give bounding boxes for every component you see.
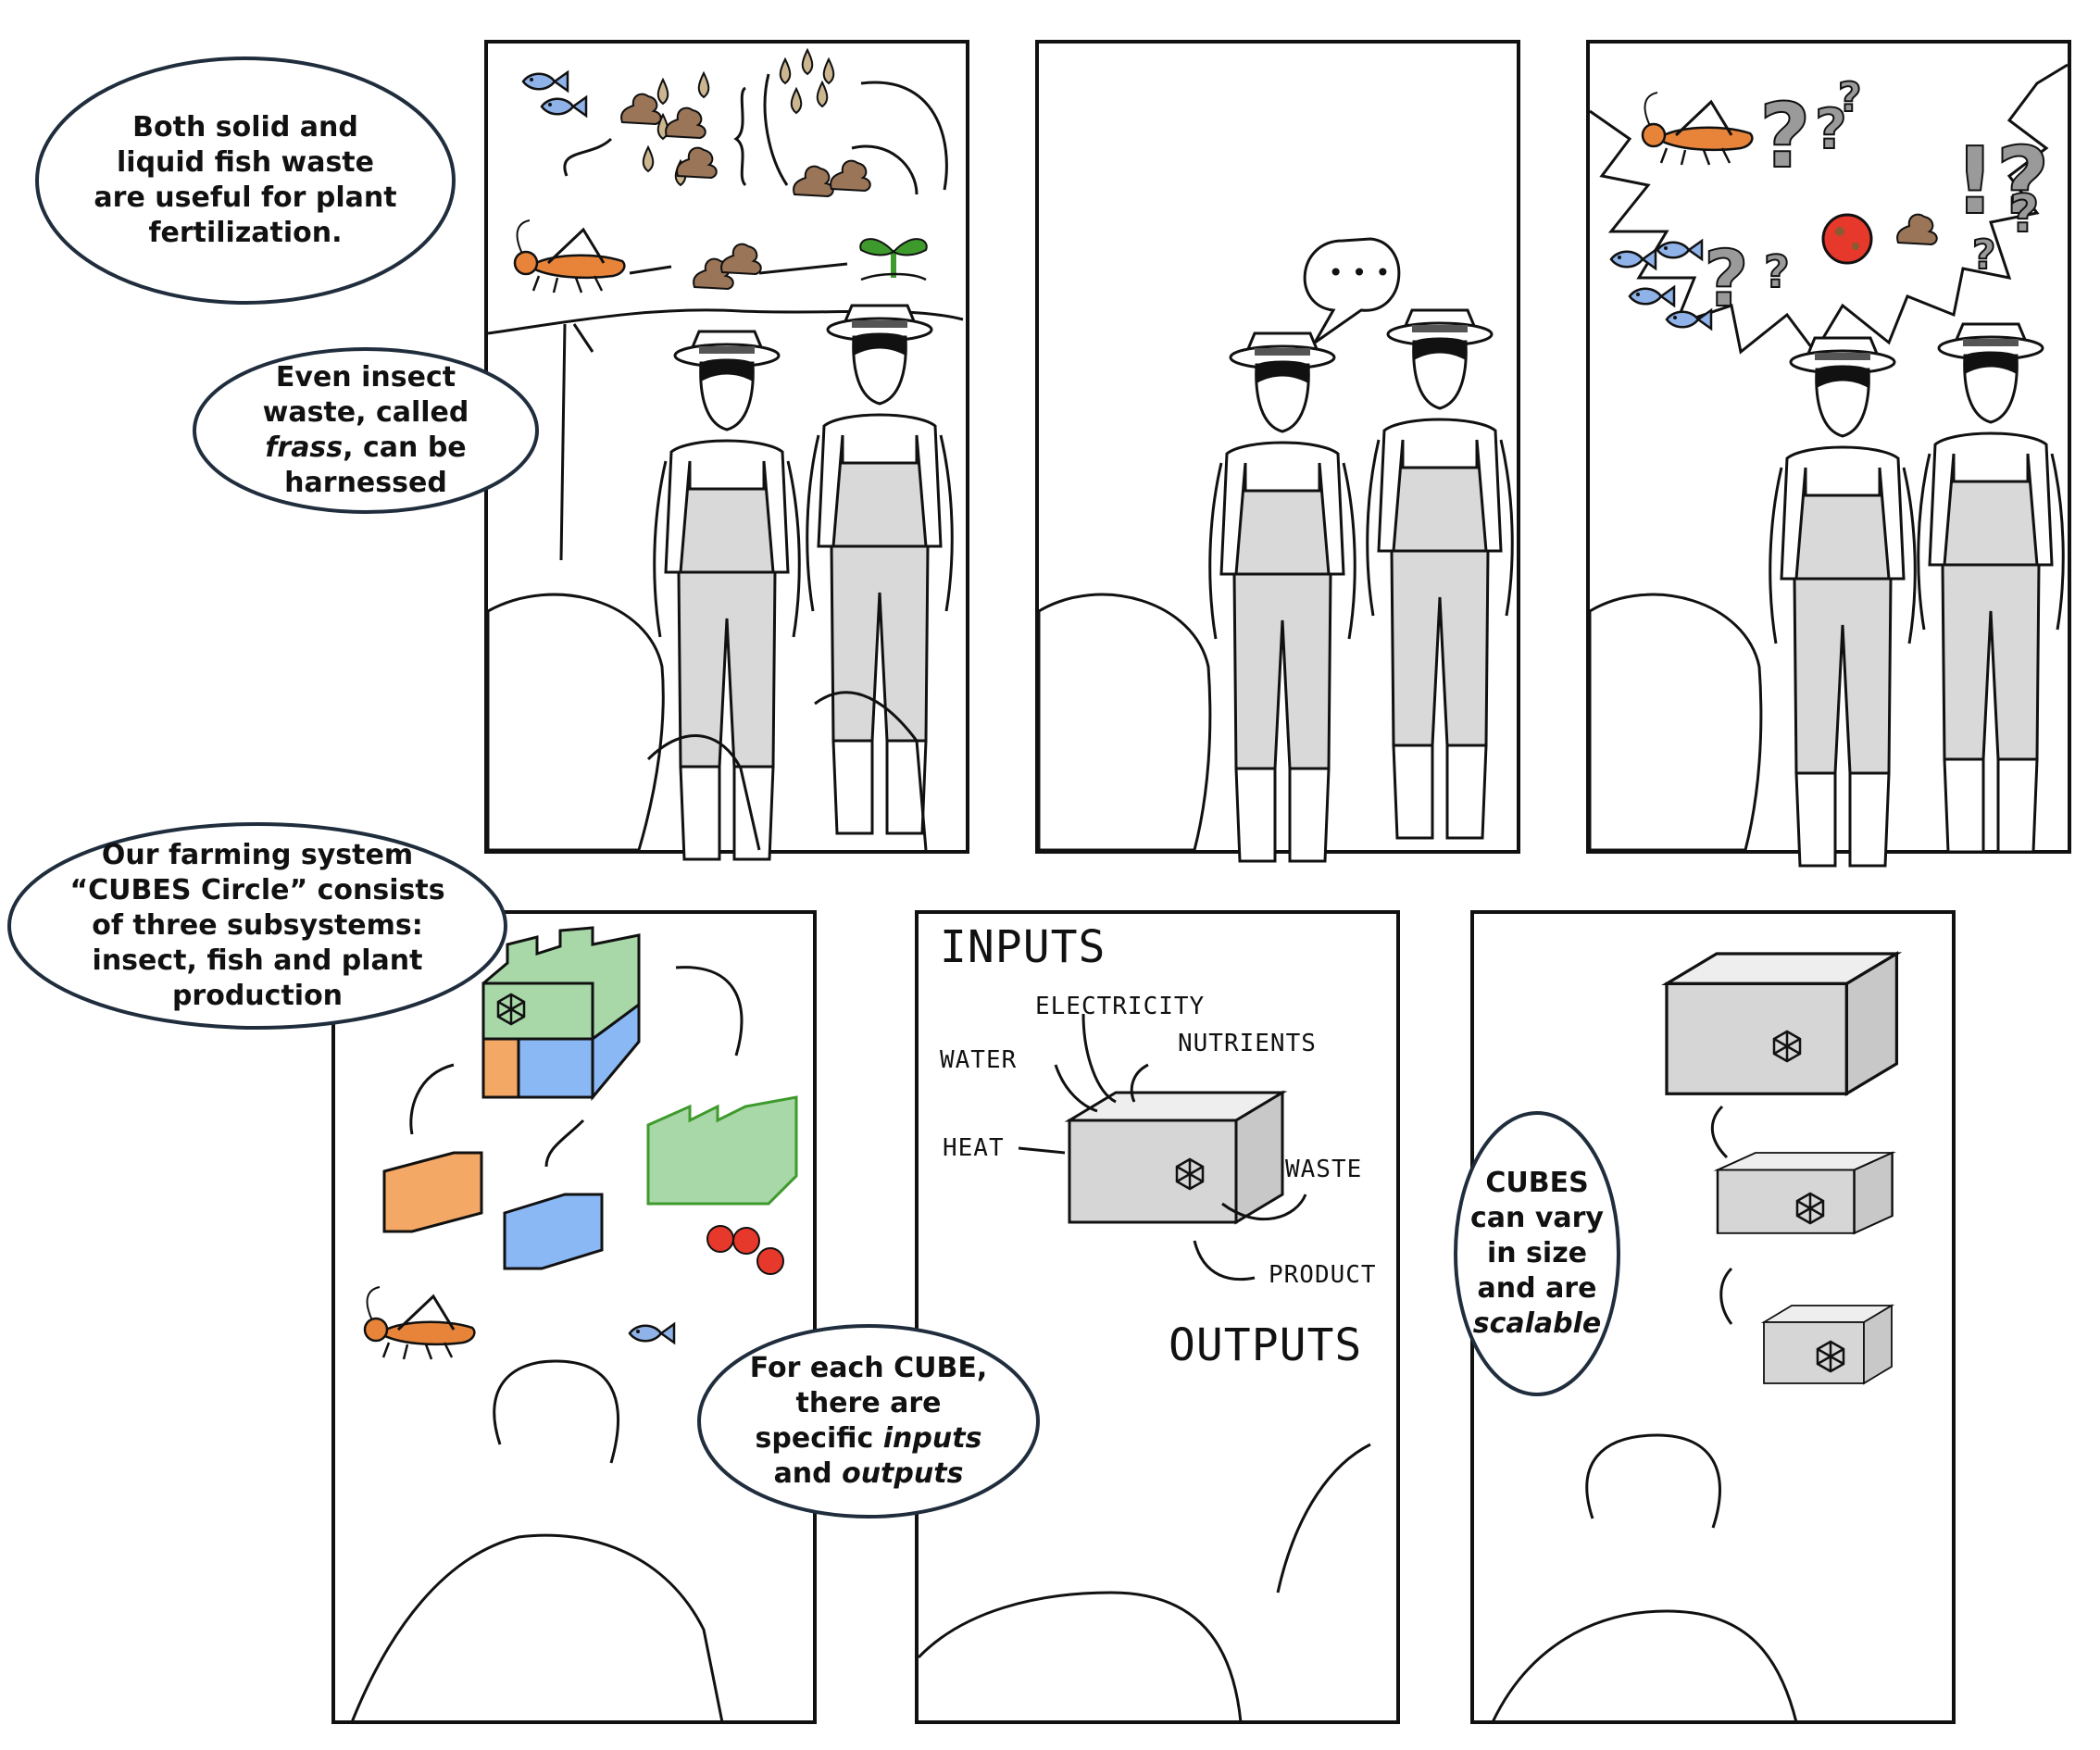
svg-text:?: ? [1838,74,1862,121]
input-label-water: WATER [940,1046,1018,1074]
output-label-product: PRODUCT [1269,1261,1377,1289]
question-mark-icon: ? ? ? ? ? !? ? ? [1703,73,2051,325]
caption-scalable: CUBES can vary in size and are scalable [1456,1113,1619,1394]
caption-line: are useful for plant [94,181,397,214]
seedling-icon [859,238,928,281]
caption-line: production [171,980,344,1012]
caption-emphasis: outputs [842,1457,964,1490]
caption-fish-waste: Both solid and liquid fish waste are use… [37,58,454,303]
caption-line: For each CUBE, [749,1352,988,1384]
caption-text: “ [69,874,89,906]
caption-line: in size [1486,1237,1588,1269]
inputs-title: INPUTS [940,921,1106,973]
caption-line: scalable [1473,1306,1602,1342]
caption-text: and [773,1457,843,1490]
caption-line: liquid fish waste [117,146,374,179]
cube-icon [1068,1091,1284,1224]
caption-line: “CUBES Circle” consists [69,873,444,908]
svg-text:?: ? [1764,246,1790,298]
svg-text:?: ? [1972,231,1996,279]
cube-icon [481,926,641,1102]
cube-icon [1665,952,1899,1095]
svg-text:?: ? [1815,97,1847,162]
svg-text:?: ? [1704,233,1749,324]
caption-strong: CUBES Circle [88,874,290,906]
input-label-electricity: ELECTRICITY [1035,993,1206,1020]
caption-cubes-circle: Our farming system “CUBES Circle” consis… [9,824,506,1028]
svg-text:!?: !? [1954,127,2050,235]
caption-text: specific [755,1422,883,1455]
tomato-icon [1821,213,1873,265]
speech-bubble-dots: • • • [1328,257,1391,288]
caption-line: insect, fish and plant [92,944,423,977]
caption-emphasis: scalable [1472,1307,1602,1340]
caption-line: there are [795,1387,942,1419]
caption-text: ” consists [289,874,445,906]
caption-line: Even insect [275,361,456,394]
caption-line: of three subsystems: [92,909,423,942]
svg-text:?: ? [1759,84,1811,188]
caption-line: fertilization. [148,217,343,249]
caption-emphasis: frass [265,431,344,464]
caption-line: waste, called [262,396,469,429]
caption-line: frass, can be [265,431,466,466]
caption-emphasis: inputs [882,1422,982,1455]
speech-bubble-icon [1303,237,1401,344]
outputs-title: OUTPUTS [1169,1319,1363,1371]
output-label-waste: WASTE [1285,1156,1363,1183]
input-label-heat: HEAT [943,1134,1005,1162]
caption-line: harnessed [284,467,447,499]
caption-text: , can be [343,431,467,464]
svg-text:?: ? [2009,184,2039,244]
input-label-nutrients: NUTRIENTS [1178,1030,1317,1057]
caption-frass: Even insect waste, called frass, can be … [194,349,537,512]
caption-line: and outputs [774,1456,964,1492]
caption-line: Our farming system [101,839,414,871]
caption-line: Both solid and [132,111,358,144]
caption-line: CUBES [1485,1167,1589,1199]
caption-line: specific inputs [756,1421,982,1456]
caption-line: and are [1477,1272,1597,1305]
caption-line: can vary [1470,1202,1604,1234]
caption-each-cube: For each CUBE, there are specific inputs… [699,1326,1038,1517]
